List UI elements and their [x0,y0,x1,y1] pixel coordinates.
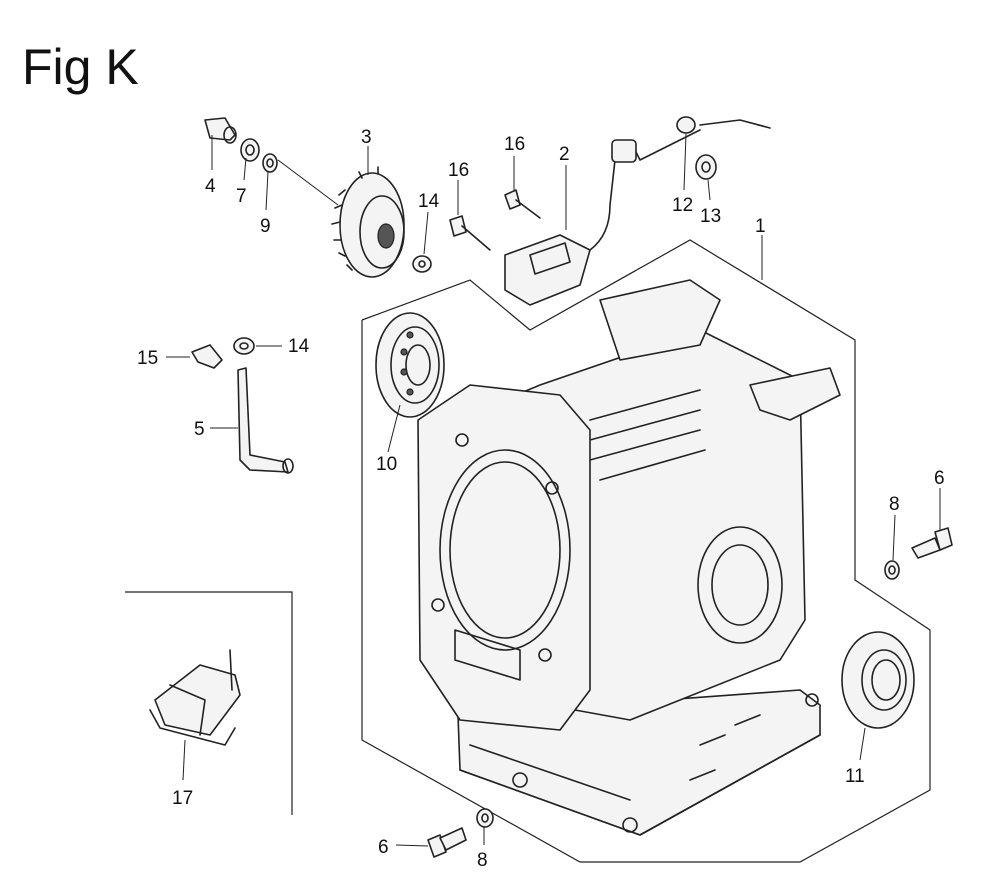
callout-13: 13 [700,206,721,227]
crankcase-assembly-frame [361,239,931,863]
callout-15: 15 [137,348,158,369]
nut-part-13 [695,154,717,180]
bolt-part-16-right [504,189,541,219]
callout-12: 12 [672,195,693,216]
governor-gear [331,166,405,278]
callout-labels: 1 2 3 4 5 6 6 7 8 8 9 10 11 12 13 14 14 … [137,127,945,871]
optional-part-frame [125,591,293,815]
callout-16-left: 16 [448,160,469,181]
callout-4: 4 [205,176,216,197]
crankcase [417,279,841,836]
callout-14-upper: 14 [418,191,440,212]
grommet-part-12 [676,116,696,134]
clip-part-9 [262,153,278,173]
callout-10: 10 [376,454,397,475]
bracket-part-17 [149,649,241,746]
callout-14-lower: 14 [288,336,310,357]
callout-3: 3 [361,127,372,148]
washer-part-14-lower [233,337,255,355]
pin-part-4 [204,117,237,144]
callout-8-right: 8 [889,494,900,515]
washer-part-14-upper [412,255,432,273]
washer-part-8-right [884,560,900,580]
washer-part-8-bottom [476,808,494,828]
governor-arm-shaft [237,367,294,474]
bolt-part-16-left [449,215,491,251]
callout-5: 5 [194,419,205,440]
callout-16-right: 16 [504,134,525,155]
callout-6-right: 6 [934,468,945,489]
oil-seal-part-11 [841,631,915,729]
callout-1: 1 [755,216,766,237]
callout-17: 17 [172,788,193,809]
leader-lines [166,133,941,847]
drain-bolt-part-6-bottom [427,827,467,858]
callout-8-bottom: 8 [477,850,488,871]
callout-2: 2 [559,144,570,165]
figure-title: Fig K [22,39,139,95]
washer-part-7 [240,138,260,162]
bearing-part-10 [375,312,445,418]
oil-alert-unit [504,119,771,306]
callout-7: 7 [236,186,247,207]
drain-bolt-part-6-right [911,527,953,559]
callout-6-bottom: 6 [378,837,389,858]
clip-part-15 [191,344,223,369]
callout-9: 9 [260,216,271,237]
callout-11: 11 [845,766,865,787]
